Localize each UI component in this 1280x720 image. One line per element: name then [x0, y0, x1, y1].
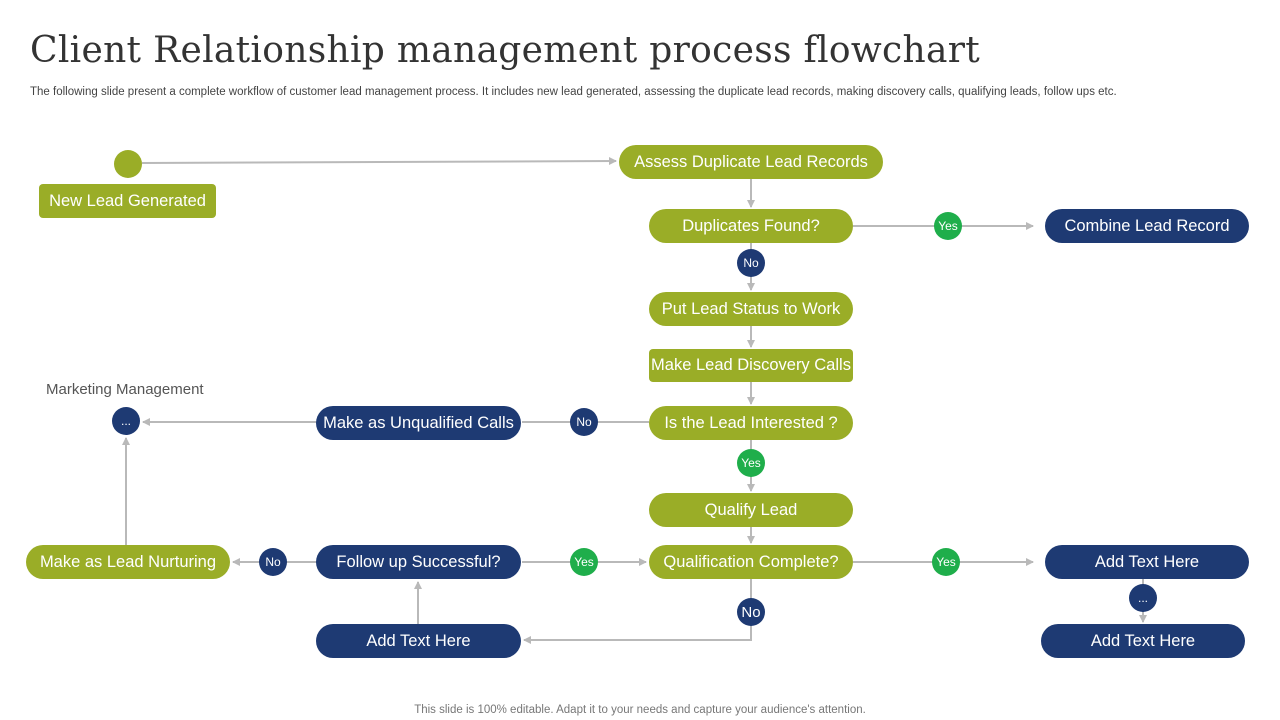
start-dot	[114, 150, 142, 178]
connector-complete-down-to-add-left	[523, 579, 752, 644]
node-add-text-bottom-left: Add Text Here	[316, 624, 521, 658]
node-make-lead-discovery-calls: Make Lead Discovery Calls	[649, 349, 853, 382]
badge-yes-qualification: Yes	[932, 548, 960, 576]
node-new-lead-generated: New Lead Generated	[39, 184, 216, 218]
footer-note: This slide is 100% editable. Adapt it to…	[414, 704, 866, 716]
node-qualification-complete: Qualification Complete?	[649, 545, 853, 579]
marketing-management-label: Marketing Management	[46, 381, 204, 398]
node-is-lead-interested: Is the Lead Interested ?	[649, 406, 853, 440]
node-add-text-right-bottom: Add Text Here	[1041, 624, 1245, 658]
node-add-text-right-top: Add Text Here	[1045, 545, 1249, 579]
page-subtitle: The following slide present a complete w…	[30, 86, 1117, 98]
node-make-as-unqualified-calls: Make as Unqualified Calls	[316, 406, 521, 440]
badge-yes-interested: Yes	[737, 449, 765, 477]
right-ellipsis-dot: ...	[1129, 584, 1157, 612]
badge-no-duplicates: No	[737, 249, 765, 277]
node-duplicates-found: Duplicates Found?	[649, 209, 853, 243]
badge-no-qualification: No	[737, 598, 765, 626]
marketing-management-dot: ...	[112, 407, 140, 435]
badge-yes-duplicates: Yes	[934, 212, 962, 240]
node-assess-duplicate-lead-records: Assess Duplicate Lead Records	[619, 145, 883, 179]
node-qualify-lead: Qualify Lead	[649, 493, 853, 527]
badge-no-nurturing: No	[259, 548, 287, 576]
badge-no-interested: No	[570, 408, 598, 436]
page-title: Client Relationship management process f…	[30, 30, 980, 71]
node-combine-lead-record: Combine Lead Record	[1045, 209, 1249, 243]
node-follow-up-successful: Follow up Successful?	[316, 545, 521, 579]
badge-yes-followup: Yes	[570, 548, 598, 576]
node-put-lead-status-to-work: Put Lead Status to Work	[649, 292, 853, 326]
node-make-as-lead-nurturing: Make as Lead Nurturing	[26, 545, 230, 579]
connector-start-to-assess	[141, 157, 617, 166]
